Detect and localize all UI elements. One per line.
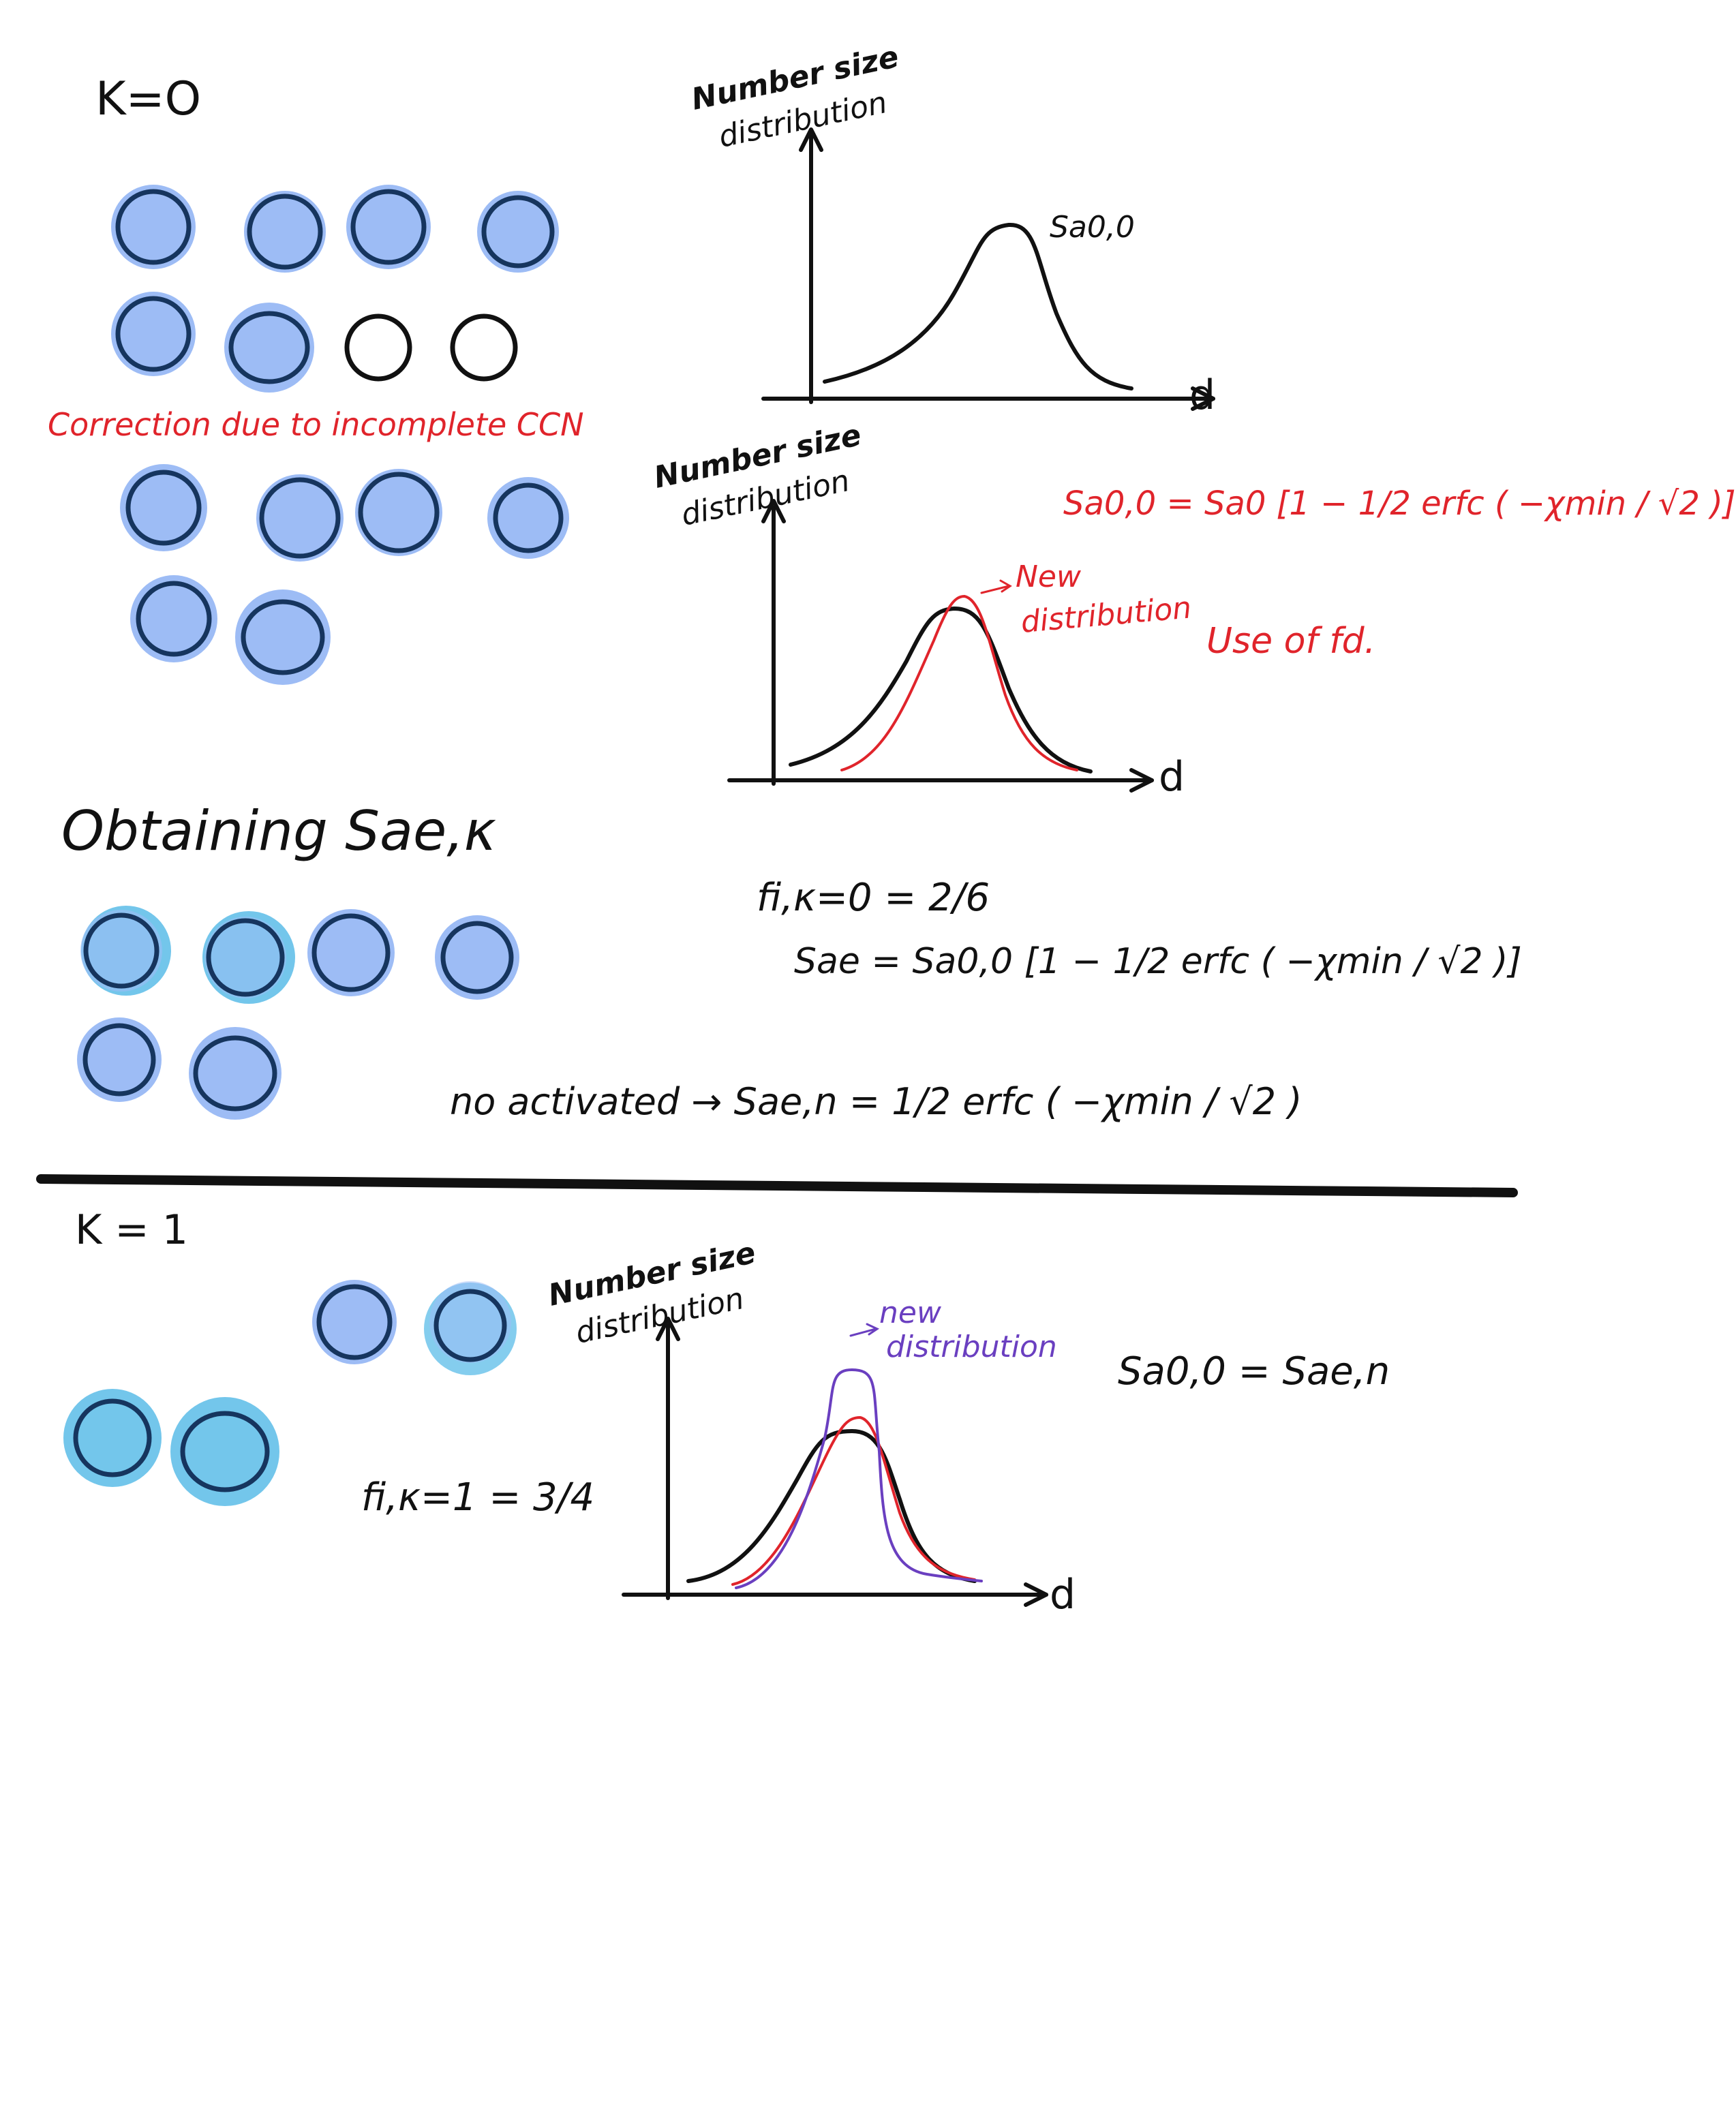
use-of-fd-note: Use of fd. [1206, 621, 1376, 662]
particle-activated [235, 589, 331, 685]
particle-activated [435, 915, 519, 1000]
equation-sa-equals-sae: Sa0,0 = Sae,n [1118, 1349, 1390, 1394]
particle-activated-overlap [63, 1389, 162, 1487]
section-divider [36, 1174, 1518, 1197]
plot-2-original-curve [789, 606, 1093, 773]
plot-2-new-curve [840, 594, 1078, 771]
plot-3 [622, 1317, 1048, 1607]
plot-2-new-dist-line1: New [1016, 559, 1081, 594]
plot-3-x-arrow [1024, 1582, 1048, 1607]
particle-activated-overlap [202, 911, 295, 1004]
section-k1-label: K = 1 [75, 1206, 188, 1254]
particle-activated [111, 292, 196, 376]
plot-3-red-curve [731, 1415, 976, 1586]
particle-group-correction [111, 185, 559, 393]
drawing-canvas [36, 127, 1518, 1607]
particle-activated-overlap [80, 906, 171, 996]
correction-note: Correction due to incomplete CCN [48, 406, 584, 443]
particle-activated [224, 303, 314, 393]
plot-3-purple-curve [735, 1368, 983, 1589]
equation-fi-k1: fi,κ=1 = 3/4 [361, 1475, 595, 1520]
particle-unactivated [344, 313, 412, 382]
plot-3-new-arrow [849, 1323, 880, 1337]
equation-no-activated: no activated → Sae,n = 1/2 erfc ( −χmin … [450, 1080, 1303, 1123]
obtaining-label: Obtaining Sae,κ [61, 799, 496, 863]
plot-1-xlabel: d [1189, 371, 1216, 419]
plot-1-distribution-curve [823, 222, 1133, 390]
particle-group-corrected [120, 464, 569, 685]
particle-activated [111, 185, 196, 269]
page: K=O Correction due to incomplete CCN Obt… [36, 39, 1736, 1619]
particle-unactivated [450, 313, 518, 382]
particle-activated [346, 185, 431, 269]
particle-activated [355, 469, 442, 556]
particle-activated [244, 191, 326, 273]
particle-activated [487, 477, 569, 559]
equation-correction: Sa0,0 = Sa0 [1 − 1/2 erfc ( −χmin / √2 )… [1063, 485, 1736, 523]
section-k0-label: K=O [95, 72, 202, 126]
particle-group-obtaining [77, 906, 519, 1120]
plot-1 [761, 127, 1215, 411]
equation-sae: Sae = Sa0,0 [1 − 1/2 erfc ( −χmin / √2 )… [794, 941, 1522, 982]
plot-3-new-dist-line1: new [879, 1295, 941, 1330]
plot-3-xlabel: d [1050, 1571, 1076, 1619]
particle-activated [477, 191, 559, 273]
equation-fi-k0: fi,κ=0 = 2/6 [757, 876, 990, 920]
plot-2-y-arrow [761, 499, 786, 523]
particle-activated-overlap [170, 1397, 279, 1506]
plot-3-original-curve [686, 1428, 977, 1583]
particle-activated [307, 909, 395, 996]
plot-2-new-arrow [980, 579, 1012, 594]
particle-activated [189, 1027, 281, 1120]
particle-activated [130, 575, 217, 662]
plot-2-xlabel: d [1159, 753, 1185, 801]
plot-1-y-arrow [799, 127, 823, 152]
plot-2 [727, 499, 1154, 793]
particle-activated [256, 474, 344, 562]
particle-activated [77, 1017, 162, 1102]
particle-activated-overlap [424, 1281, 517, 1375]
particle-group-k1 [63, 1280, 517, 1506]
particle-activated [120, 464, 207, 551]
plot-3-new-dist-line2: distribution [886, 1330, 1057, 1364]
plot-1-curve-label: Sa0,0 [1050, 210, 1135, 245]
plot-3-y-arrow [656, 1317, 680, 1341]
plot-1-x-arrow [1191, 386, 1215, 411]
plot-2-x-arrow [1129, 768, 1154, 793]
particle-activated [312, 1280, 397, 1364]
